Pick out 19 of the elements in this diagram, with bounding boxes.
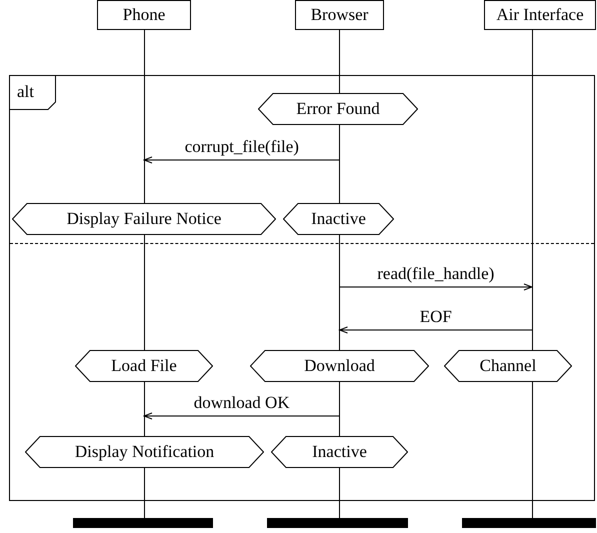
state-hexagon: Error Found: [258, 93, 418, 125]
fragment-label: alt: [10, 76, 56, 110]
message-arrow: [339, 284, 532, 290]
state-hexagon: Load File: [75, 350, 213, 382]
message-arrow: [144, 412, 340, 420]
state-hexagon: Display Failure Notice: [12, 203, 276, 235]
state-hexagon: Channel: [444, 350, 572, 382]
message-arrow: [144, 156, 340, 164]
state-hexagon: Inactive: [271, 436, 408, 468]
state-hexagon: Inactive: [283, 203, 394, 235]
state-hexagon: Display Notification: [25, 436, 264, 468]
lifeline-head-box: Air Interface: [484, 0, 596, 30]
message-label: corrupt_file(file): [182, 138, 301, 156]
lifeline-head-box: Browser: [295, 0, 384, 30]
lifeline-head-box: Phone: [97, 0, 191, 30]
message-arrow: [339, 326, 532, 334]
message-label: read(file_handle): [375, 265, 496, 283]
fragment-frame: [9, 75, 595, 501]
state-hexagon: Download: [250, 350, 429, 382]
